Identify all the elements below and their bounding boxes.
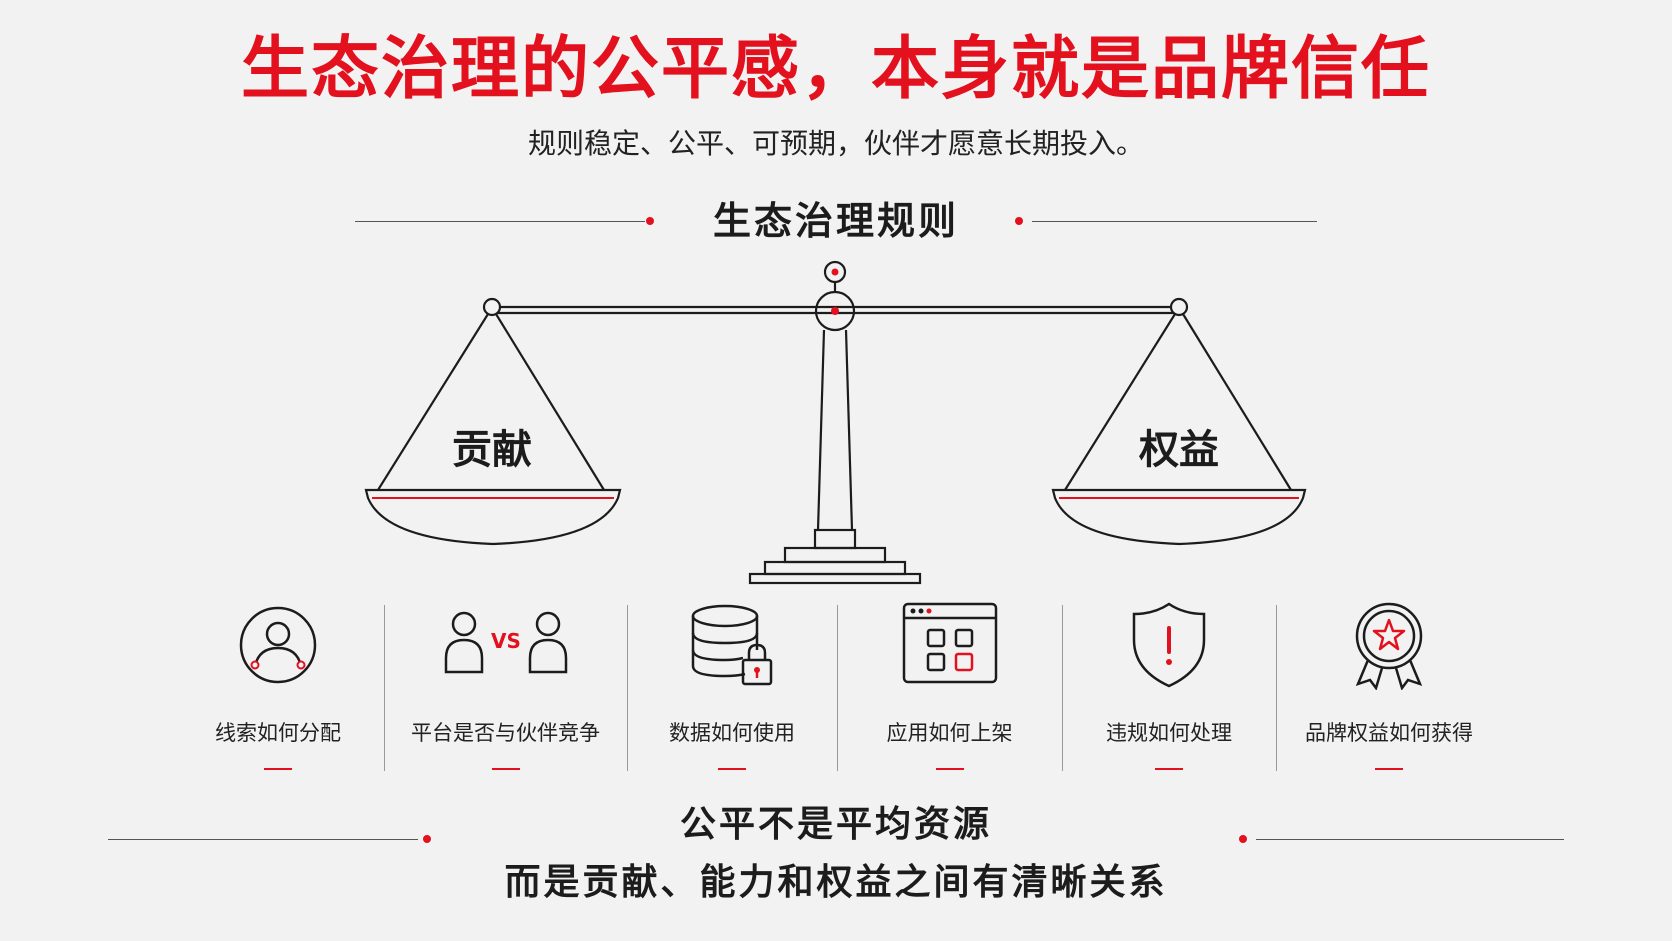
section-dot-left <box>646 217 654 225</box>
rule-item-label: 平台是否与伙伴竞争 <box>411 721 600 745</box>
rule-items: 线索如何分配 VS 平台是否与伙伴竞争 <box>170 600 1502 780</box>
rule-item-leads: 线索如何分配 <box>170 600 386 780</box>
rule-item-label: 品牌权益如何获得 <box>1305 721 1473 745</box>
balance-scale-icon <box>364 260 1307 585</box>
rule-item-label: 数据如何使用 <box>669 721 795 745</box>
left-pan-label: 贡献 <box>452 427 532 473</box>
database-lock-icon <box>691 604 773 686</box>
item-separator <box>1062 605 1063 771</box>
rule-item-dash <box>718 768 746 770</box>
section-line-right <box>1032 221 1317 222</box>
app-window-icon <box>902 602 997 684</box>
rule-item-label: 线索如何分配 <box>215 721 341 745</box>
page-subtitle: 规则稳定、公平、可预期，伙伴才愿意长期投入。 <box>527 127 1144 160</box>
item-separator <box>384 605 385 771</box>
bottom-statement-line1: 公平不是平均资源 <box>679 804 992 845</box>
rule-item-label: 违规如何处理 <box>1106 721 1232 745</box>
bottom-dot-left <box>423 835 431 843</box>
rule-item-label: 应用如何上架 <box>886 721 1013 745</box>
bottom-dot-right <box>1239 835 1247 843</box>
item-separator <box>1276 605 1277 771</box>
section-title: 生态治理规则 <box>712 199 959 243</box>
award-badge-icon <box>1355 602 1423 690</box>
rule-item-dash <box>1155 768 1183 770</box>
rule-item-violations: 违规如何处理 <box>1062 600 1276 780</box>
section-line-left <box>355 221 645 222</box>
page-title: 生态治理的公平感，本身就是品牌信任 <box>240 30 1431 109</box>
rule-item-dash <box>491 768 520 770</box>
rule-item-dash <box>1375 768 1403 770</box>
rule-item-apps: 应用如何上架 <box>837 600 1062 780</box>
rule-item-dash <box>935 768 964 770</box>
bottom-line-left <box>108 839 418 840</box>
bottom-statement-line2: 而是贡献、能力和权益之间有清晰关系 <box>504 862 1168 903</box>
bottom-line-right <box>1256 839 1564 840</box>
shield-alert-icon <box>1132 602 1206 688</box>
item-separator <box>627 605 628 771</box>
item-separator <box>837 605 838 771</box>
rule-item-data: 数据如何使用 <box>627 600 837 780</box>
user-circle-icon <box>239 606 317 684</box>
users-vs-icon: VS <box>444 611 567 674</box>
rule-item-dash <box>264 768 292 770</box>
section-dot-right <box>1015 217 1023 225</box>
right-pan-label: 权益 <box>1139 427 1219 473</box>
rule-item-brand: 品牌权益如何获得 <box>1276 600 1502 780</box>
vs-text: VS <box>491 629 521 653</box>
rule-item-competition: VS 平台是否与伙伴竞争 <box>384 600 627 780</box>
